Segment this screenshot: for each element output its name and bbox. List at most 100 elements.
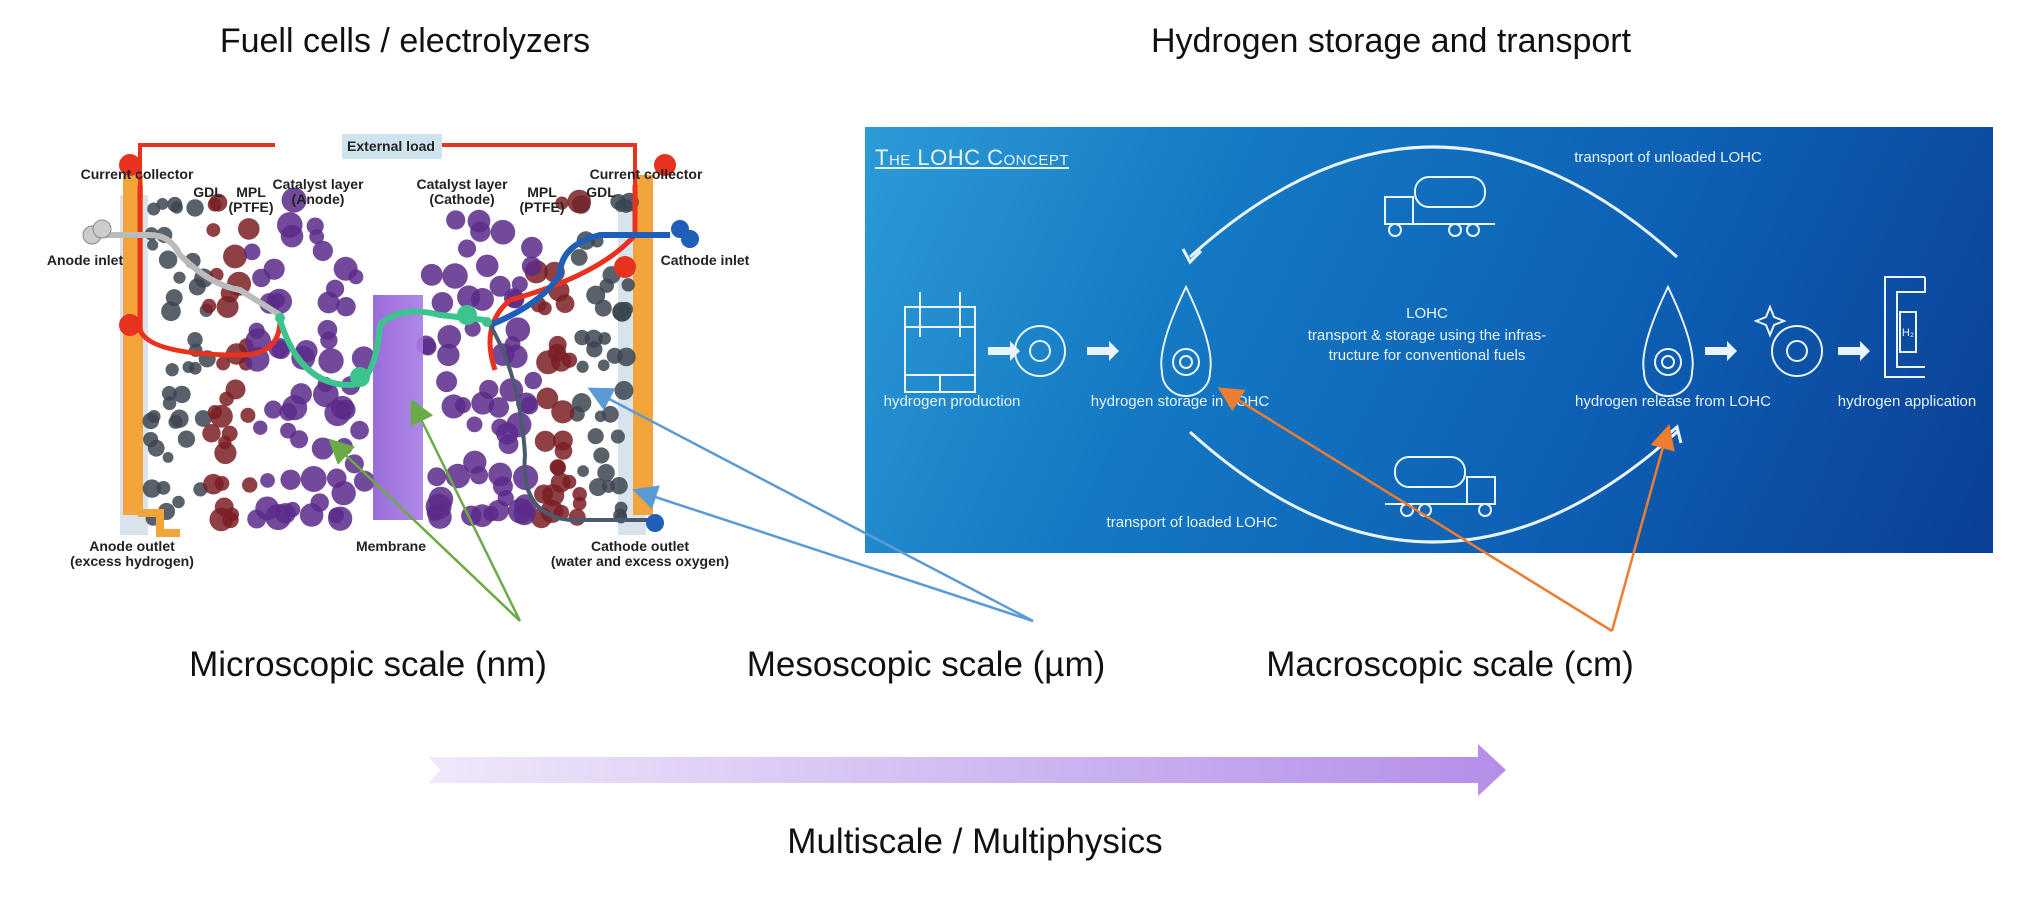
particle	[209, 507, 234, 532]
particle	[614, 200, 627, 212]
particle	[505, 317, 531, 342]
particle	[562, 474, 577, 489]
particle	[330, 395, 354, 419]
particle	[158, 250, 178, 270]
particle	[437, 343, 460, 367]
step-label: hydrogen production	[883, 393, 1021, 410]
catalyst-cathode-label: Catalyst layer (Cathode)	[416, 176, 508, 207]
gdl-right-label: GDL	[586, 184, 616, 200]
step-label: hydrogen storage in LOHC	[1090, 393, 1270, 410]
fuel-cell-illustration: External load Current collector Current …	[40, 125, 750, 580]
lohc-concept-panel: The LOHC Concept transport of unloaded L…	[865, 127, 1993, 553]
particle	[281, 187, 307, 213]
particle	[240, 407, 256, 423]
particle	[328, 506, 353, 531]
mesoscopic-scale-label: Mesoscopic scale (µm)	[746, 645, 1106, 684]
cathode-inlet-label: Cathode inlet	[660, 252, 750, 268]
truck-icon	[1384, 176, 1495, 237]
particle	[275, 502, 296, 524]
particle	[214, 476, 230, 491]
hydrogen-atom-icon	[1014, 325, 1066, 377]
particle	[586, 285, 606, 305]
particle	[587, 428, 604, 445]
particle	[572, 496, 587, 511]
particle	[147, 439, 165, 457]
lohc-center-line1: transport & storage using the infras-	[1307, 327, 1547, 344]
lohc-title: The LOHC Concept	[875, 145, 1070, 170]
particle	[601, 405, 619, 423]
particle	[165, 363, 179, 377]
external-circuit-wire	[442, 143, 637, 185]
particle	[431, 291, 454, 314]
particle	[567, 189, 592, 214]
particle	[252, 268, 271, 288]
particle	[280, 469, 301, 490]
particle	[570, 249, 588, 266]
transport-unloaded-label: transport of unloaded LOHC	[1574, 149, 1762, 166]
particle	[306, 217, 324, 235]
electron-icon	[614, 256, 636, 278]
particle	[553, 430, 573, 451]
particle	[311, 437, 334, 460]
mpl-left-label: MPL (PTFE)	[228, 184, 274, 215]
particle	[253, 420, 268, 435]
step-label: hydrogen release from LOHC	[1575, 393, 1771, 410]
proton-icon	[457, 305, 477, 325]
particle	[312, 381, 339, 408]
heading-fuel-cells: Fuell cells / electrolyzers	[219, 22, 591, 60]
particle	[534, 430, 556, 452]
particle	[206, 223, 221, 237]
particle	[182, 361, 195, 374]
particle	[214, 441, 237, 465]
particle	[427, 467, 447, 487]
mpl-right-label: MPL (PTFE)	[519, 184, 565, 215]
proton-icon	[350, 367, 370, 387]
particle	[576, 360, 589, 373]
particle	[162, 451, 174, 463]
particle	[216, 356, 231, 371]
particle	[218, 435, 232, 450]
particle	[147, 239, 159, 251]
particle	[219, 391, 234, 407]
particle	[549, 459, 566, 476]
particle	[521, 256, 542, 277]
particle	[504, 336, 521, 352]
particle	[437, 325, 462, 349]
catalyst-anode-label: Catalyst layer (Anode)	[272, 176, 364, 207]
fuel-pump-icon	[1884, 276, 1926, 378]
cathode-outlet-label: Cathode outlet (water and excess oxygen)	[550, 538, 730, 569]
particle	[551, 400, 575, 424]
current-collector-right-label: Current collector	[589, 166, 703, 182]
particle	[168, 414, 183, 429]
particle	[161, 301, 181, 322]
particle	[325, 279, 345, 298]
particle	[188, 278, 206, 296]
particle	[264, 400, 283, 419]
pump-h2-label: H₂	[1901, 327, 1915, 339]
step-label: hydrogen application	[1837, 393, 1977, 410]
multiscale-label: Multiscale / Multiphysics	[787, 822, 1163, 861]
particle	[446, 210, 466, 230]
particle	[483, 506, 499, 522]
particle	[289, 430, 309, 449]
multiscale-arrow	[429, 744, 1506, 796]
particle	[471, 287, 494, 311]
hydrogen-flow	[100, 232, 282, 318]
particle	[194, 410, 212, 427]
particle	[574, 329, 590, 346]
particle	[348, 269, 364, 285]
particle	[350, 420, 369, 440]
particle	[457, 239, 477, 258]
anode-outlet-label: Anode outlet (excess hydrogen)	[70, 538, 194, 569]
particle	[165, 289, 183, 307]
particle	[201, 298, 217, 314]
particle	[312, 240, 333, 262]
particle	[548, 335, 567, 354]
arrowhead	[1181, 248, 1203, 265]
particle	[479, 379, 499, 400]
particle	[561, 352, 578, 368]
particle	[156, 481, 171, 495]
particle	[606, 347, 623, 364]
arrow-icon	[988, 341, 1870, 361]
external-load-box	[342, 134, 442, 159]
